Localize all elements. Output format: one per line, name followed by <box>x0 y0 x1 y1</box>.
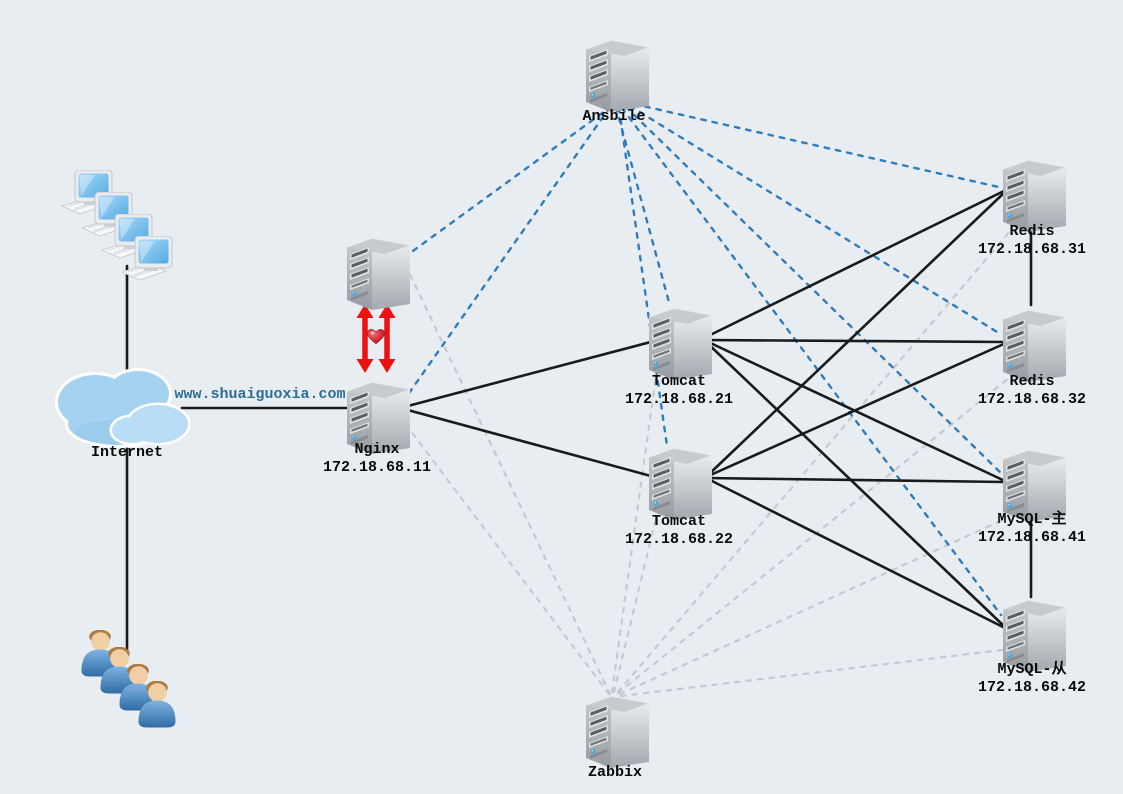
client-monitors-icon <box>62 170 173 281</box>
edge-zabbix-tomcat2 <box>612 512 659 694</box>
redis1-label: Redis 172.18.68.31 <box>978 223 1086 259</box>
zabbix-server-icon <box>579 686 653 772</box>
internet-cloud-icon <box>55 368 191 448</box>
node-name: MySQL-主 <box>997 511 1067 528</box>
zabbix-monitoring-links <box>405 228 1013 698</box>
node-ip: 172.18.68.11 <box>322 459 432 476</box>
edge-tomcat1-redis1 <box>702 188 1008 340</box>
node-ip: 172.18.68.41 <box>977 529 1087 546</box>
edge-nginx-tomcat1 <box>402 337 664 409</box>
node-name: Redis <box>1009 223 1055 240</box>
tomcat2-label: Tomcat 172.18.68.22 <box>625 513 733 549</box>
heartbeat-heart-icon <box>367 329 385 345</box>
edge-zabbix-redis1 <box>616 228 1013 694</box>
edge-tomcat2-redis2 <box>704 341 1008 479</box>
ansible-label: Ansbile <box>582 108 645 126</box>
mysql-master-label: MySQL-主 172.18.68.41 <box>978 511 1086 547</box>
edge-ansible-redis2 <box>628 104 1004 337</box>
users-icon <box>81 630 176 728</box>
edge-zabbix-nginx-backup <box>405 266 612 696</box>
edge-ansible-mysql-master <box>624 105 1004 476</box>
node-name: Ansbile <box>582 108 646 125</box>
node-ip: 172.18.68.22 <box>624 531 734 548</box>
tomcat1-server-icon <box>642 298 716 384</box>
ansible-management-links <box>404 102 1005 617</box>
internet-label: Internet <box>91 444 163 462</box>
node-name: Tomcat <box>651 373 706 390</box>
edge-ansible-mysql-slave <box>620 106 1003 617</box>
node-ip: 172.18.68.32 <box>977 391 1087 408</box>
edge-tomcat1-mysql-slave <box>702 338 1007 629</box>
edge-ansible-nginx <box>405 105 612 398</box>
edge-tomcat2-mysql-master <box>704 476 1007 484</box>
mysql-slave-label: MySQL-从 172.18.68.42 <box>978 661 1086 697</box>
ansible-server-icon <box>579 30 653 116</box>
edge-zabbix-mysql-master <box>618 516 1009 696</box>
node-name: Nginx <box>354 441 400 458</box>
edge-tomcat1-redis2 <box>702 338 1008 344</box>
edge-ansible-redis1 <box>632 102 1005 190</box>
nginx-backup-server-icon <box>340 228 414 314</box>
domain-label: www.shuaiguoxia.com <box>174 386 346 403</box>
tomcat2-server-icon <box>642 438 716 524</box>
node-ip: 172.18.68.21 <box>624 391 734 408</box>
node-ip: 172.18.68.42 <box>977 679 1087 696</box>
node-name: MySQL-从 <box>997 661 1067 678</box>
edge-tomcat2-mysql-slave <box>704 476 1007 630</box>
keepalived-ha-arrows <box>356 304 396 373</box>
edge-nginx-tomcat2 <box>402 407 664 481</box>
zabbix-label: Zabbix <box>588 764 642 782</box>
node-ip: 172.18.68.31 <box>977 241 1087 258</box>
redis2-label: Redis 172.18.68.32 <box>978 373 1086 409</box>
nginx-label: Nginx 172.18.68.11 <box>323 441 431 477</box>
node-name: Redis <box>1009 373 1055 390</box>
edge-zabbix-mysql-slave <box>619 648 1004 698</box>
edge-tomcat2-redis1 <box>704 189 1008 479</box>
traffic-links <box>125 188 1033 654</box>
edge-zabbix-tomcat1 <box>610 374 658 694</box>
node-name: Internet <box>90 444 164 461</box>
tomcat1-label: Tomcat 172.18.68.21 <box>625 373 733 409</box>
edge-ansible-tomcat2 <box>617 106 669 448</box>
node-name: Zabbix <box>587 764 643 781</box>
edge-ansible-tomcat1 <box>614 105 672 308</box>
node-name: Tomcat <box>651 513 706 530</box>
edge-ansible-nginx-backup <box>404 104 614 258</box>
edge-zabbix-nginx <box>405 424 611 696</box>
edge-zabbix-redis2 <box>616 376 1011 695</box>
